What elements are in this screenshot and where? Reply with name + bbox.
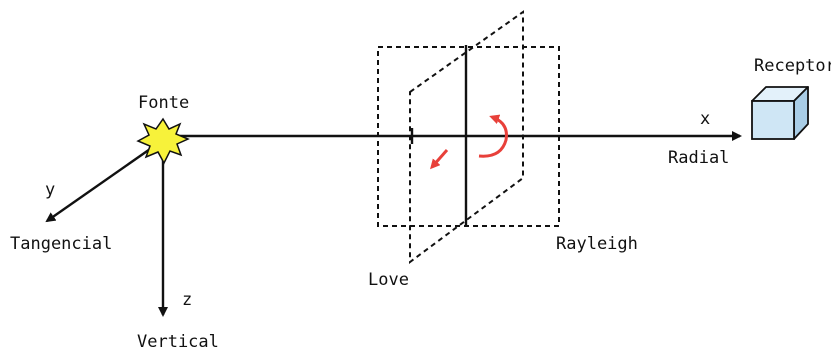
y-axis-label: y bbox=[45, 180, 55, 200]
tangencial-label: Tangencial bbox=[10, 234, 112, 254]
starburst-icon bbox=[138, 119, 188, 163]
radial-label: Radial bbox=[668, 148, 729, 168]
y-axis-line bbox=[47, 140, 163, 221]
vertical-label: Vertical bbox=[137, 332, 219, 352]
love-label: Love bbox=[368, 270, 409, 290]
rayleigh-label: Rayleigh bbox=[556, 234, 638, 254]
cube-icon bbox=[752, 87, 808, 139]
diagonal-arrow-icon bbox=[432, 150, 447, 167]
receptor-label: Receptor bbox=[754, 56, 831, 76]
x-axis-label: x bbox=[700, 109, 710, 129]
source-label: Fonte bbox=[138, 93, 189, 113]
z-axis-label: z bbox=[182, 290, 192, 310]
